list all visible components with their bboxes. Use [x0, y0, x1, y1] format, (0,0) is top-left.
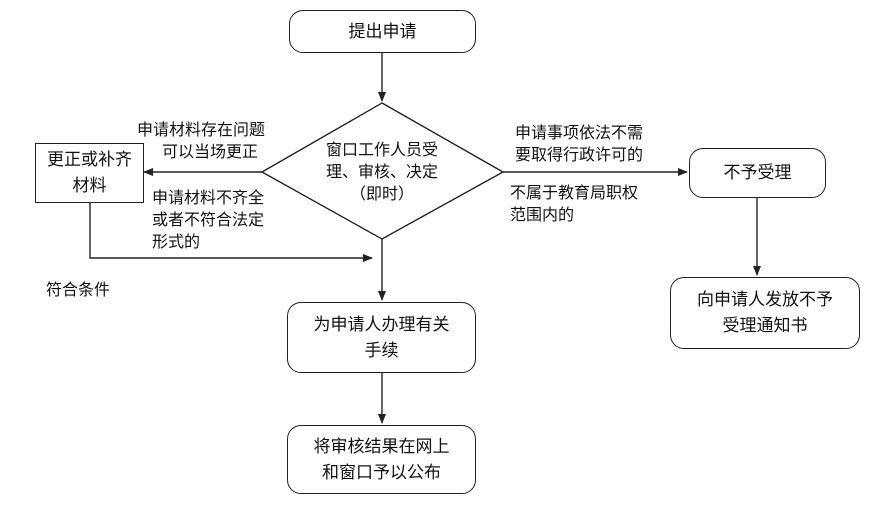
handle-line-1: 为申请人办理有关 [313, 314, 450, 335]
review-line-1: 窗口工作人员受 [325, 140, 438, 159]
material-incomplete-line-1: 申请材料不齐全 [152, 188, 265, 207]
meets-conditions-text: 符合条件 [46, 280, 111, 299]
reject-node: 不予受理 [689, 148, 826, 198]
correct-line-2: 材料 [72, 176, 107, 196]
no-license-line-1: 申请事项依法不需 [515, 123, 644, 142]
label-material-incomplete: 申请材料不齐全 或者不符合法定 形式的 [152, 187, 264, 253]
review-line-3: （即时） [349, 184, 414, 203]
review-line-2: 理、审核、决定 [325, 162, 438, 181]
out-of-scope-line-1: 不属于教育局职权 [510, 183, 639, 202]
correct-line-1: 更正或补齐 [47, 150, 132, 170]
review-node-text: 窗口工作人员受 理、审核、决定 （即时） [300, 139, 464, 205]
notice-node: 向申请人发放不予 受理通知书 [670, 277, 860, 349]
material-issue-line-1: 申请材料存在问题 [137, 120, 266, 139]
material-incomplete-line-2: 或者不符合法定 [152, 210, 265, 229]
notice-line-2: 受理通知书 [722, 316, 808, 336]
label-no-license: 申请事项依法不需 要取得行政许可的 [515, 122, 643, 166]
arrow-correct-to-main [89, 203, 373, 262]
label-material-issue: 申请材料存在问题 可以当场更正 [137, 119, 265, 163]
out-of-scope-line-2: 范围内的 [510, 205, 575, 224]
submit-node-label: 提出申请 [348, 21, 417, 42]
notice-line-1: 向申请人发放不予 [697, 290, 833, 310]
reject-node-label: 不予受理 [723, 163, 792, 183]
handle-line-2: 手续 [364, 340, 399, 361]
handle-node: 为申请人办理有关 手续 [287, 302, 476, 373]
label-meets-conditions: 符合条件 [46, 279, 110, 301]
material-incomplete-line-3: 形式的 [152, 232, 201, 251]
label-out-of-scope: 不属于教育局职权 范围内的 [510, 182, 638, 226]
publish-node: 将审核结果在网上 和窗口予以公布 [287, 425, 476, 494]
no-license-line-2: 要取得行政许可的 [515, 145, 644, 164]
publish-line-2: 和窗口予以公布 [322, 462, 441, 483]
material-issue-line-2: 可以当场更正 [162, 142, 259, 161]
submit-node: 提出申请 [289, 10, 476, 53]
correct-node: 更正或补齐 材料 [35, 143, 144, 203]
publish-line-1: 将审核结果在网上 [313, 436, 450, 457]
